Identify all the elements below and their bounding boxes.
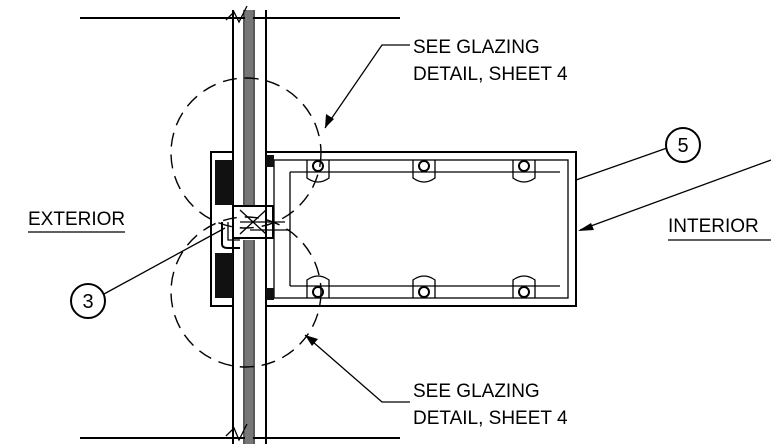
upper-interior-gasket bbox=[266, 155, 274, 167]
screw-boss bbox=[306, 275, 330, 298]
callout-5-label: 5 bbox=[677, 135, 688, 157]
lower-interior-gasket bbox=[266, 288, 274, 300]
mullion-tube bbox=[265, 151, 577, 307]
bottom-glazing-leader bbox=[304, 334, 410, 403]
screw-boss bbox=[412, 160, 436, 183]
callout-5: 5 bbox=[575, 127, 701, 181]
glazing-note-top-line2: DETAIL, SHEET 4 bbox=[413, 64, 568, 85]
exterior-label: EXTERIOR bbox=[28, 209, 125, 230]
callout-3-label: 3 bbox=[82, 291, 93, 313]
thermal-break bbox=[232, 205, 290, 239]
top-glazing-leader bbox=[324, 44, 410, 129]
interior-arrow bbox=[578, 159, 771, 231]
screw-boss bbox=[512, 160, 536, 183]
upper-exterior-gasket bbox=[215, 160, 233, 205]
screw-boss bbox=[512, 275, 536, 298]
upper-detail-circle bbox=[170, 77, 322, 229]
lower-exterior-gasket bbox=[215, 253, 233, 298]
pressure-plate bbox=[210, 151, 240, 307]
interior-label: INTERIOR bbox=[668, 216, 759, 237]
glazing-note-bottom-line2: DETAIL, SHEET 4 bbox=[413, 408, 568, 429]
upper-glass-lite bbox=[232, 10, 267, 205]
callout-3: 3 bbox=[70, 227, 226, 319]
lower-glass-lite bbox=[232, 240, 267, 444]
lower-detail-circle bbox=[170, 216, 322, 368]
detail-circles bbox=[170, 77, 322, 368]
glazing-note-top-line1: SEE GLAZING bbox=[413, 37, 540, 58]
screw-boss bbox=[306, 160, 330, 183]
break-lines bbox=[225, 5, 248, 442]
screw-bosses bbox=[306, 160, 536, 298]
glazing-note-bottom-line1: SEE GLAZING bbox=[413, 381, 540, 402]
screw-boss bbox=[412, 275, 436, 298]
